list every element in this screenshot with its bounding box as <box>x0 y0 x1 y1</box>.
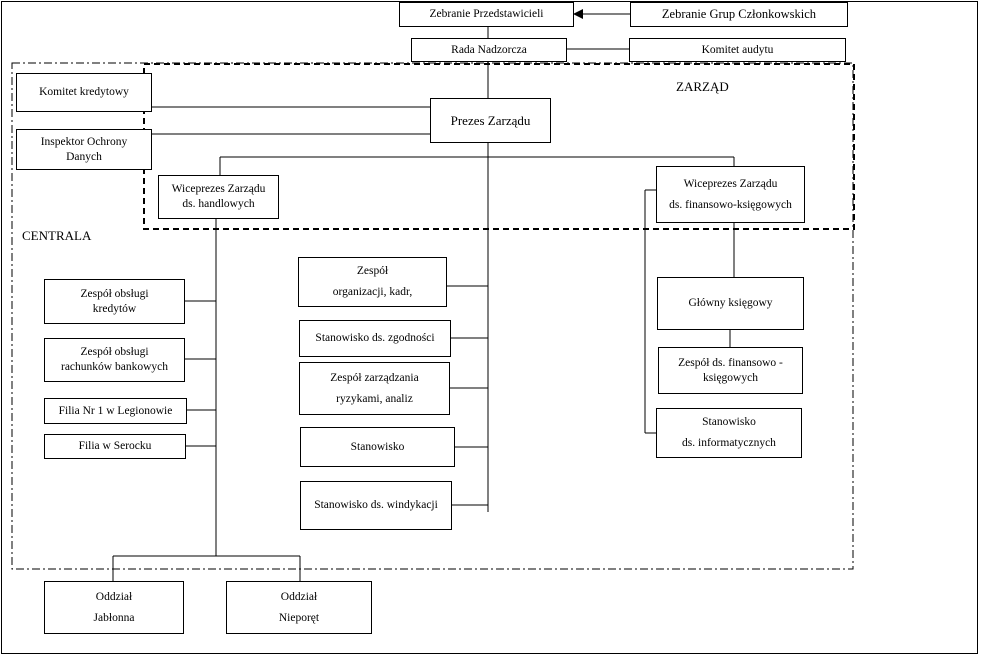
box-text-line: Zespół obsługi <box>80 287 149 300</box>
arrow-head <box>573 9 583 19</box>
box-text-line: Wiceprezes Zarządu <box>171 183 266 195</box>
box-text-line: ds. handlowych <box>182 198 255 210</box>
box-text-line: Inspektor Ochrony <box>40 135 128 148</box>
box-rada-nadzorcza: Rada Nadzorcza <box>411 38 567 62</box>
box-text-line: ds. informatycznych <box>682 437 776 449</box>
box-text-line: Rada Nadzorcza <box>451 43 527 56</box>
box-filia-legionowo: Filia Nr 1 w Legionowie <box>44 398 187 424</box>
box-text-line: Filia Nr 1 w Legionowie <box>58 404 173 417</box>
box-text-line: Oddział <box>280 590 318 603</box>
box-zespol-finansowo: Zespół ds. finansowo - księgowych <box>658 347 803 394</box>
box-text-line: Oddział <box>95 590 133 603</box>
box-stanowisko-informatyczne: Stanowisko ds. informatycznych <box>656 408 802 458</box>
box-text-line: rachunków bankowych <box>61 361 168 373</box>
box-komitet-audytu: Komitet audytu <box>629 38 846 62</box>
box-zebranie-przedstawicieli: Zebranie Przedstawicieli <box>399 2 574 27</box>
box-text-line: Prezes Zarządu <box>450 113 531 128</box>
centrala-region <box>11 62 854 570</box>
box-text-line: Wiceprezes Zarządu <box>683 177 778 190</box>
box-text-line: Stanowisko <box>702 416 756 428</box>
box-text-line: Zebranie Przedstawicieli <box>429 8 544 20</box>
box-wiceprezes-handlowy: Wiceprezes Zarządu ds. handlowych <box>158 175 279 219</box>
box-stanowisko-windykacji: Stanowisko ds. windykacji <box>300 481 452 530</box>
box-stanowisko: Stanowisko <box>300 427 455 467</box>
centrala-label: CENTRALA <box>22 228 92 243</box>
box-komitet-kredytowy: Komitet kredytowy <box>16 73 152 112</box>
box-text-line: organizacji, kadr, <box>332 286 413 298</box>
box-wiceprezes-finansowy: Wiceprezes Zarządu ds. finansowo-księgowy… <box>656 166 805 223</box>
box-text-line: Jabłonna <box>93 611 135 624</box>
box-text-line: Danych <box>66 150 102 163</box>
box-text-line: Zespół obsługi <box>80 346 149 358</box>
box-text-line: Stanowisko ds. windykacji <box>314 499 438 511</box>
box-zespol-rachunkow: Zespół obsługi rachunków bankowych <box>44 338 185 382</box>
zarzad-label: ZARZĄD <box>676 79 729 94</box>
box-zebranie-grup: Zebranie Grup Członkowskich <box>630 2 848 27</box>
box-text-line: Zespół ds. finansowo - <box>678 356 783 369</box>
box-text-line: Komitet kredytowy <box>39 86 129 98</box>
box-zespol-kredytow: Zespół obsługi kredytów <box>44 279 185 324</box>
box-text-line: księgowych <box>703 371 758 384</box>
box-glowny-ksiegowy: Główny księgowy <box>657 277 804 330</box>
box-text-line: Zespół <box>356 265 389 277</box>
box-zespol-organizacji: Zespół organizacji, kadr, <box>298 257 447 307</box>
box-text-line: Główny księgowy <box>688 297 773 309</box>
zarzad-region <box>143 63 855 230</box>
box-text-line: Zebranie Grup Członkowskich <box>661 7 817 21</box>
box-text-line: Stanowisko ds. zgodności <box>315 332 435 344</box>
box-text-line: Komitet audytu <box>701 43 774 56</box>
box-zespol-ryzyka: Zespół zarządzania ryzykami, analiz <box>299 362 450 415</box>
box-text-line: Nieporęt <box>278 611 320 624</box>
box-text-line: Zespół zarządzania <box>330 371 419 384</box>
box-text-line: ds. finansowo-księgowych <box>669 198 792 211</box>
box-text-line: kredytów <box>92 302 137 315</box>
box-stanowisko-zgodnosci: Stanowisko ds. zgodności <box>299 320 451 357</box>
box-filia-serock: Filia w Serocku <box>44 434 186 459</box>
box-text-line: Stanowisko <box>350 440 405 453</box>
box-prezes: Prezes Zarządu <box>430 98 551 143</box>
box-text-line: ryzykami, analiz <box>336 392 413 405</box>
box-text-line: Filia w Serocku <box>78 440 152 452</box>
